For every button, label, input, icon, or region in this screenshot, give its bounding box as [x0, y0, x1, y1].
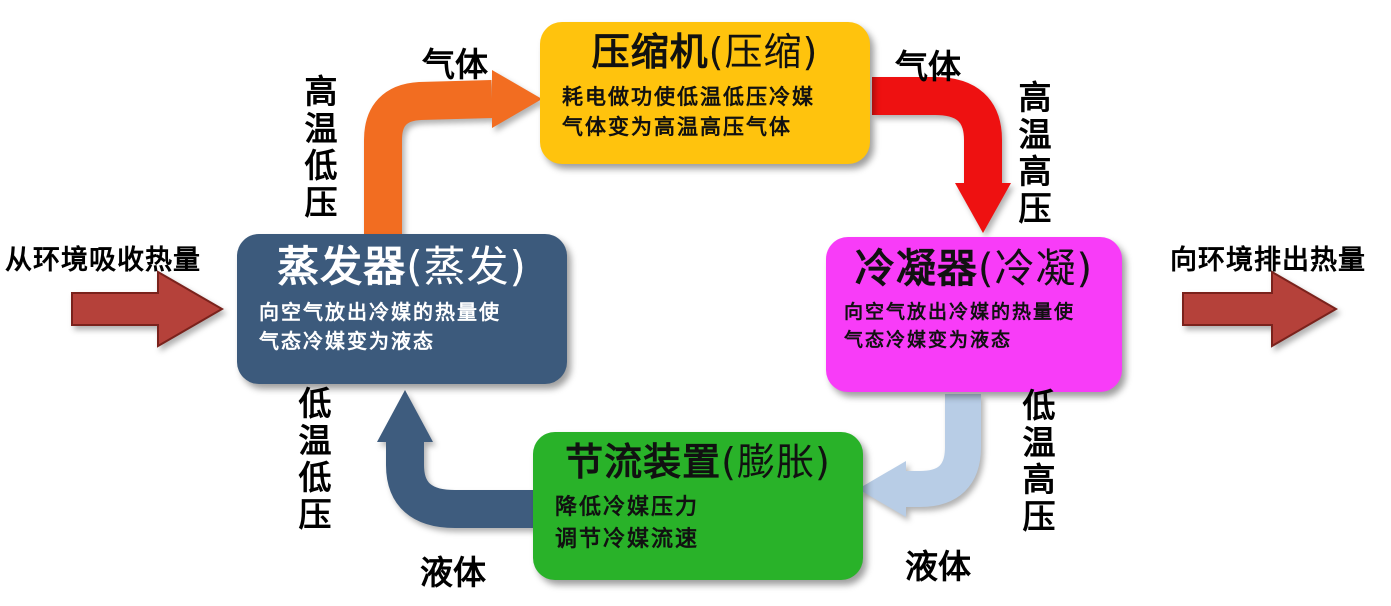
liquid-label-cond-to-throttle: 液体 [905, 547, 971, 586]
evaporator-description-line2: 气态冷媒变为液态 [259, 329, 435, 354]
throttle-description: 降低冷媒压力 调节冷媒流速 [533, 484, 863, 556]
condenser-description-line2: 气态冷媒变为液态 [844, 328, 1013, 351]
gas-label-evap-to-comp: 气体 [422, 45, 488, 84]
arrow-evaporator-to-compressor [364, 80, 493, 240]
absorb-heat-arrow [71, 270, 224, 348]
evaporator-title: 蒸发器(蒸发) [237, 242, 567, 291]
throttle-description-line2: 调节冷媒流速 [555, 526, 700, 552]
evaporator-paren: (蒸发) [406, 242, 527, 291]
compressor-title: 压缩机(压缩) [540, 30, 870, 74]
condenser-description: 向空气放出冷媒的热量使 气态冷媒变为液态 [826, 291, 1122, 354]
evaporator-box: 蒸发器(蒸发) 向空气放出冷媒的热量使 气态冷媒变为液态 [237, 234, 567, 384]
condenser-title: 冷凝器(冷凝) [826, 247, 1122, 291]
condenser-name: 冷凝器 [854, 246, 978, 292]
evaporator-name: 蒸发器 [277, 242, 407, 291]
condenser-paren: (冷凝) [977, 246, 1094, 292]
throttle-box: 节流装置(膨胀) 降低冷媒压力 调节冷媒流速 [533, 432, 863, 580]
arrow-evaporator-to-compressor-head [492, 70, 542, 128]
low-temp-high-pressure-label: 低温高压 [1017, 388, 1056, 536]
liquid-label-throttle-to-evap: 液体 [420, 553, 486, 592]
arrow-condenser-to-throttle [906, 394, 981, 507]
arrow-throttle-to-evaporator-head [377, 390, 433, 442]
throttle-name: 节流装置 [565, 440, 722, 484]
high-temp-low-pressure-label: 高温低压 [299, 74, 338, 222]
condenser-description-line1: 向空气放出冷媒的热量使 [844, 301, 1076, 323]
arrow-throttle-to-evaporator [386, 442, 535, 528]
evaporator-description: 向空气放出冷媒的热量使 气态冷媒变为液态 [237, 290, 567, 356]
compressor-box: 压缩机(压缩) 耗电做功使低温低压冷媒 气体变为高温高压气体 [540, 22, 870, 164]
throttle-paren: (膨胀) [721, 440, 831, 484]
compressor-description: 耗电做功使低温低压冷媒 气体变为高温高压气体 [540, 74, 870, 143]
condenser-box: 冷凝器(冷凝) 向空气放出冷媒的热量使 气态冷媒变为液态 [826, 237, 1122, 392]
evaporator-description-line1: 向空气放出冷媒的热量使 [259, 300, 501, 325]
high-temp-high-pressure-label: 高温高压 [1013, 80, 1052, 228]
absorb-heat-label: 从环境吸收热量 [5, 245, 201, 276]
gas-label-comp-to-cond: 气体 [895, 47, 961, 86]
compressor-description-line1: 耗电做功使低温低压冷媒 [562, 84, 815, 109]
release-heat-label: 向环境排出热量 [1170, 245, 1366, 276]
release-heat-arrow [1182, 270, 1338, 348]
compressor-paren: (压缩) [708, 30, 819, 74]
arrow-compressor-to-condenser-head [955, 183, 1011, 233]
low-temp-low-pressure-label: 低温低压 [293, 386, 332, 534]
compressor-name: 压缩机 [591, 30, 709, 74]
throttle-title: 节流装置(膨胀) [533, 440, 863, 484]
throttle-description-line1: 降低冷媒压力 [555, 494, 700, 520]
compressor-description-line2: 气体变为高温高压气体 [562, 115, 792, 140]
arrow-condenser-to-throttle-head [858, 461, 906, 517]
arrow-compressor-to-condenser [872, 77, 1002, 183]
